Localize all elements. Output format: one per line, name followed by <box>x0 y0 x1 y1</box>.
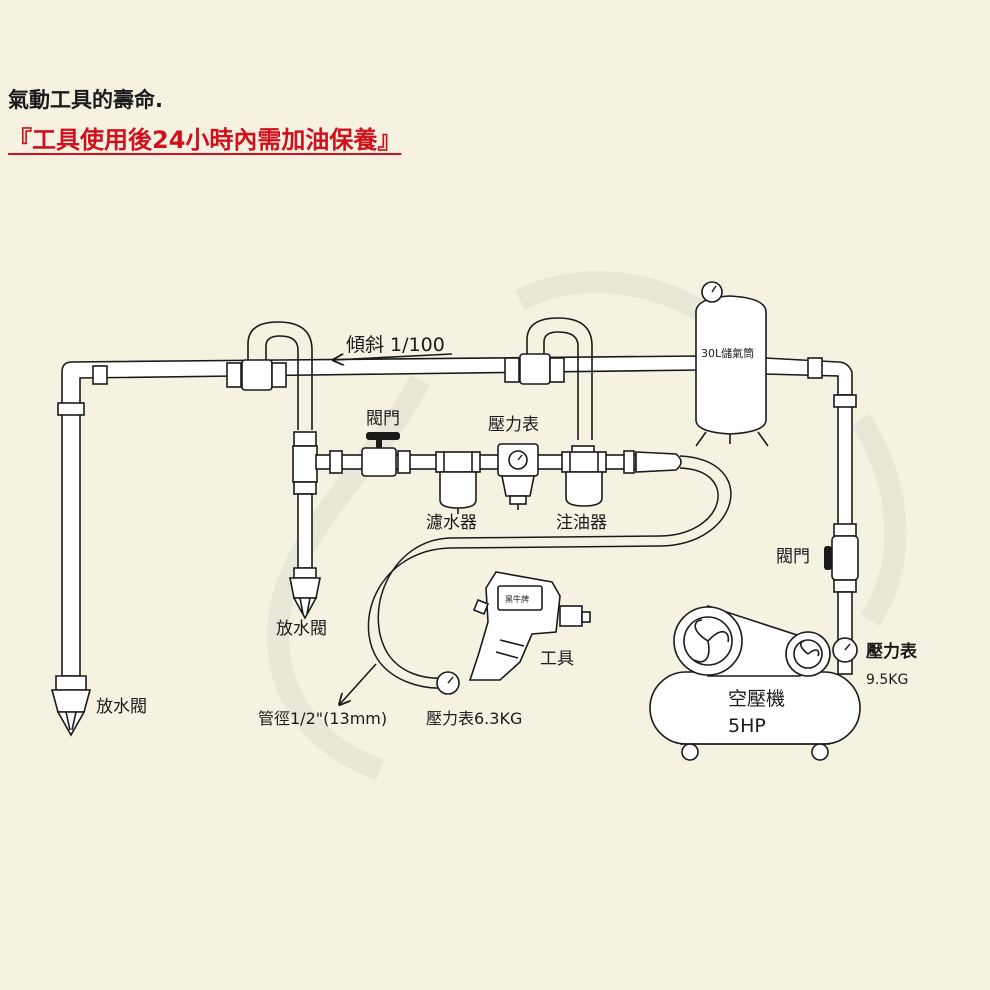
compressor-hp-label: 5HP <box>728 715 766 737</box>
air-compressor <box>649 604 861 761</box>
slope-arrow <box>334 353 453 360</box>
compressor-label: 空壓機 <box>728 688 785 710</box>
air-hose <box>367 455 732 689</box>
page-subheading: 『工具使用後24小時內需加油保養』 <box>8 126 402 154</box>
right-valve-label: 閥門 <box>776 547 810 567</box>
branch-valve-handle <box>366 432 400 448</box>
left-drop-pipe <box>50 402 92 737</box>
impact-wrench-icon <box>468 571 591 681</box>
right-riser-pipe <box>831 394 859 675</box>
regulator-gauge-label: 壓力表 <box>488 415 539 435</box>
lubricator-label: 注油器 <box>556 513 607 533</box>
tool-label: 工具 <box>540 649 574 669</box>
tool-gauge-label: 壓力表6.3KG <box>426 709 522 728</box>
slope-label: 傾斜 1/100 <box>346 334 445 356</box>
drain-valve-left-label: 放水閥 <box>96 697 147 717</box>
hose-fitting <box>635 451 682 473</box>
header-couplings <box>92 353 823 391</box>
gooseneck-pipes <box>247 317 593 440</box>
air-tank <box>695 283 769 447</box>
tank-label: 30L儲氣筒 <box>701 346 754 360</box>
lubricator <box>561 445 607 507</box>
hose-arrow <box>340 663 377 704</box>
water-filter <box>435 451 481 514</box>
page-heading: 氣動工具的壽命. <box>8 88 163 112</box>
middle-drop-pipe <box>289 431 321 620</box>
branch-valve-label: 閥門 <box>366 409 400 429</box>
compressor-gauge-value: 9.5KG <box>866 672 908 688</box>
hose-size-label: 管徑1/2"(13mm) <box>258 709 387 728</box>
water-filter-label: 濾水器 <box>426 513 477 533</box>
drain-valve-middle-label: 放水閥 <box>276 619 327 639</box>
right-valve-handle <box>824 546 832 570</box>
compressor-gauge-label: 壓力表 <box>866 641 918 662</box>
tool-badge: 黑牛牌 <box>505 594 529 604</box>
